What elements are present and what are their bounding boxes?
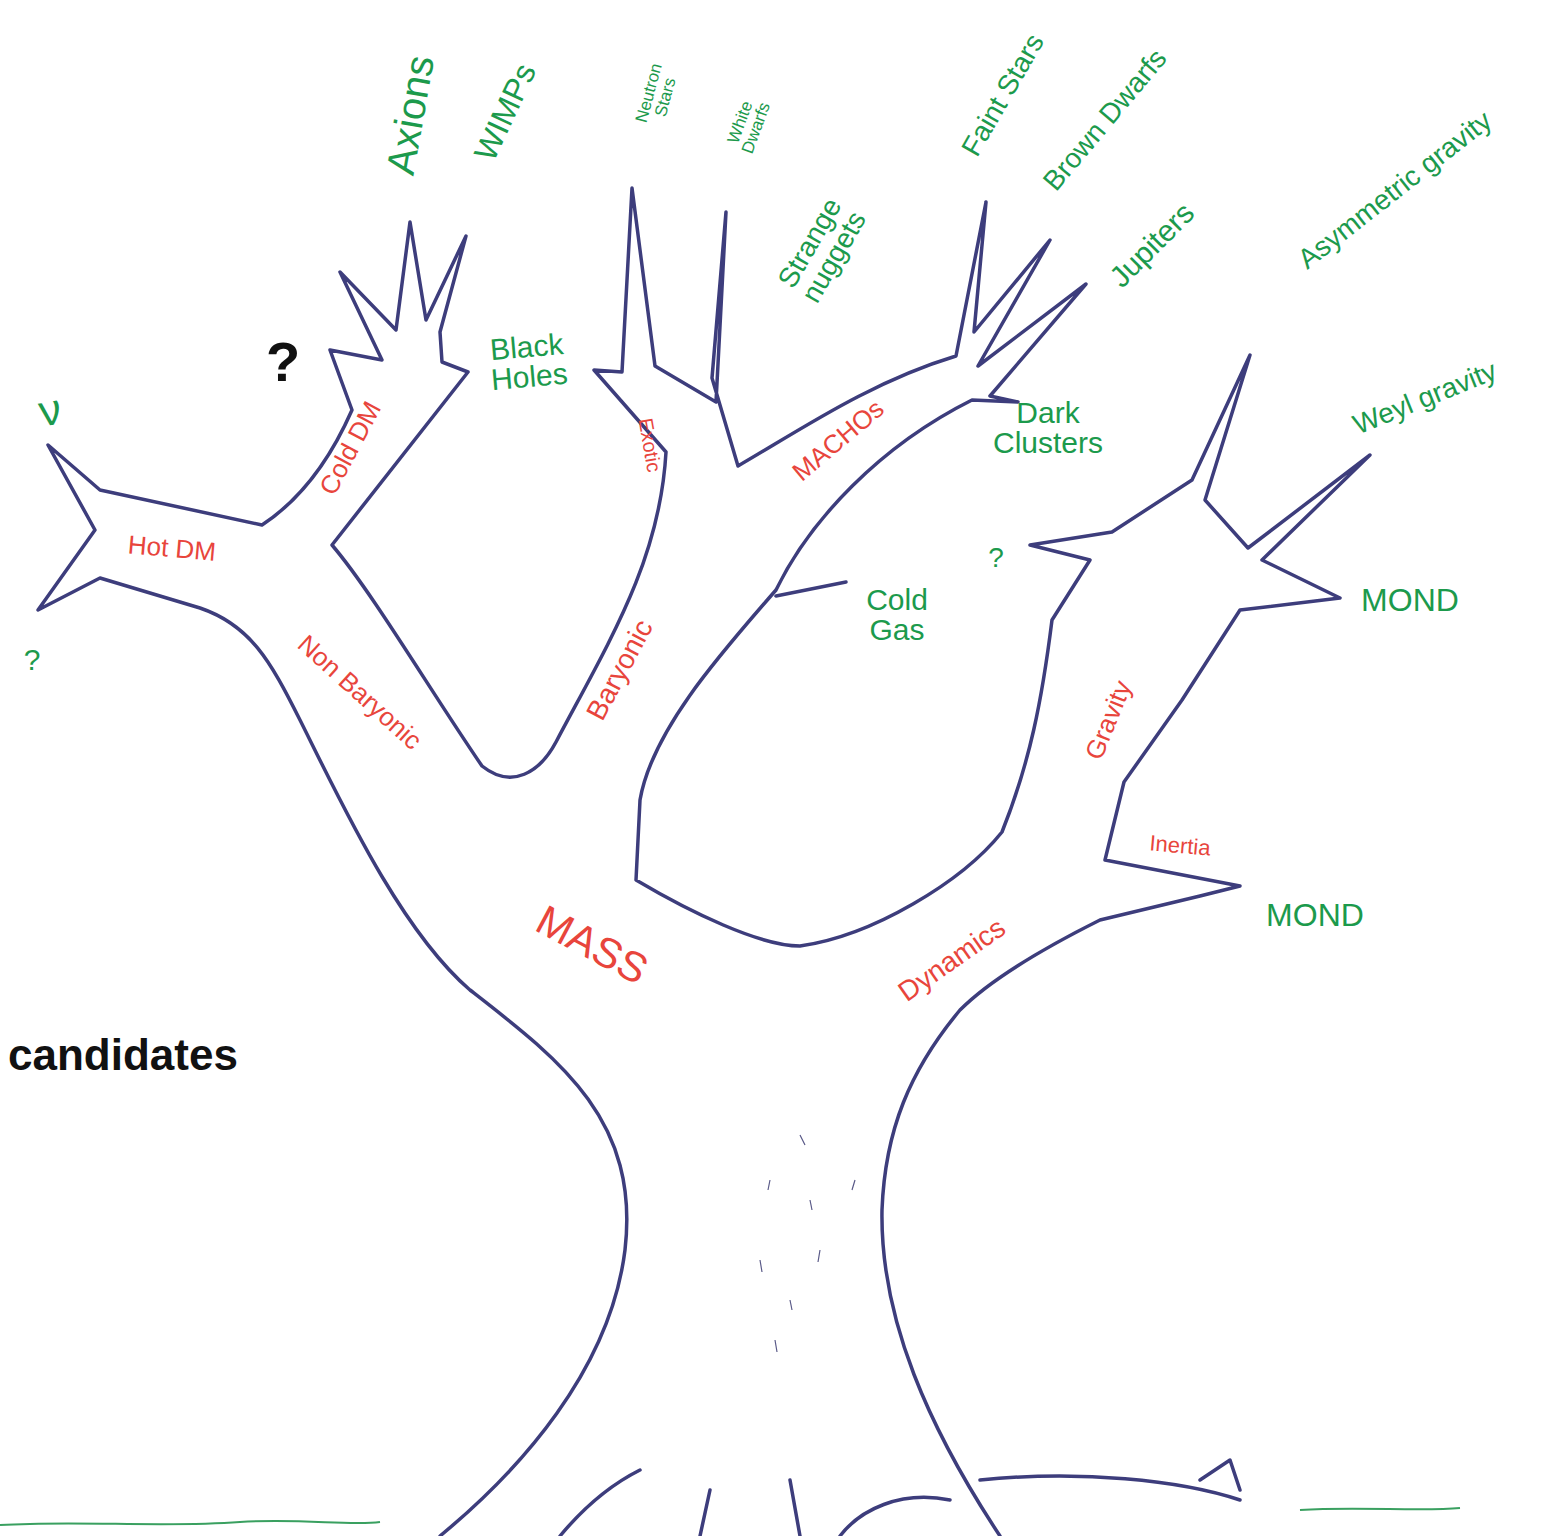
root-line — [560, 1460, 1240, 1536]
candidate-label: Dark Clusters — [963, 398, 1133, 458]
category-label: Cold DM — [315, 397, 385, 499]
grass-line — [1300, 1508, 1460, 1510]
category-label: Non Baryonic — [293, 630, 426, 754]
category-label: Baryonic — [582, 615, 658, 724]
candidate-label: Jupiters — [1104, 197, 1199, 292]
neutrino-symbol: ν — [35, 386, 64, 433]
candidate-label: Brown Dwarfs — [1038, 44, 1171, 195]
category-label: MACHOs — [788, 395, 889, 485]
question-mark: ? — [988, 544, 1004, 572]
candidate-label: Asymmetric gravity — [1293, 106, 1497, 274]
candidate-label: MOND — [1266, 899, 1364, 931]
category-label: MASS — [530, 899, 655, 992]
tree-outline — [38, 188, 1370, 1536]
candidate-label: Weyl gravity — [1349, 357, 1500, 440]
candidate-label: Cold Gas — [847, 585, 947, 645]
candidate-label: MOND — [1361, 584, 1459, 616]
slide-title-fragment: candidates — [8, 1033, 238, 1077]
category-label: Exotic — [635, 416, 664, 473]
bark-marks — [760, 1135, 855, 1352]
candidate-label: WIMPs — [469, 59, 542, 166]
category-label: Hot DM — [127, 531, 217, 565]
question-mark: ? — [266, 334, 300, 390]
candidate-label: Axions — [380, 52, 440, 177]
candidate-label: Faint Stars — [957, 29, 1049, 160]
category-label: Gravity — [1081, 677, 1136, 763]
candidate-label: Strange nuggets — [768, 184, 876, 316]
category-label: Inertia — [1149, 832, 1212, 859]
grass-line — [0, 1521, 380, 1525]
branch-stub — [776, 582, 846, 596]
candidate-label: White Dwarfs — [721, 90, 774, 160]
question-mark: ? — [24, 645, 41, 675]
category-label: Dynamics — [894, 913, 1011, 1006]
candidate-label: Neutron Stars — [632, 57, 683, 133]
candidate-label: Black Holes — [466, 327, 591, 397]
